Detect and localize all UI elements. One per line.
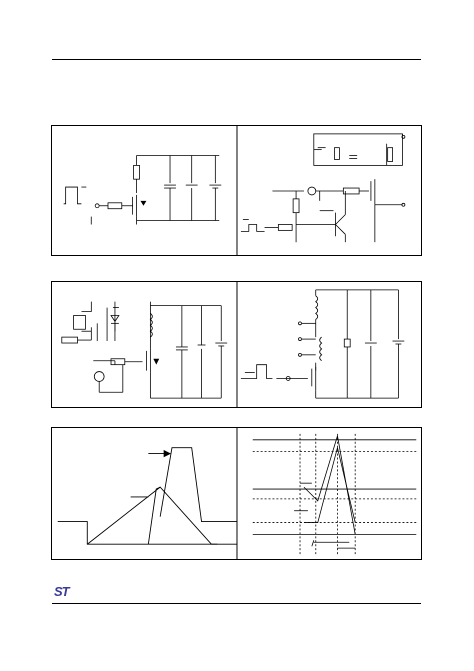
footer-rule [52, 603, 421, 604]
waveform-left [57, 447, 237, 545]
circuit-left-2 [61, 301, 228, 399]
circuit-diagram-row-2 [61, 282, 405, 407]
waveform-right [252, 433, 417, 557]
circuit-right-1 [240, 133, 406, 243]
header-rule [52, 59, 421, 60]
figure-panel-row-3 [51, 427, 422, 560]
st-logo: ST [54, 584, 70, 599]
circuit-right-2 [240, 289, 405, 399]
circuit-left-1 [63, 155, 222, 225]
waveform-diagram [57, 428, 417, 559]
circuit-diagram-row-1 [63, 126, 406, 255]
figure-panel-row-2 [51, 281, 422, 408]
figure-panel-row-1 [51, 125, 422, 256]
